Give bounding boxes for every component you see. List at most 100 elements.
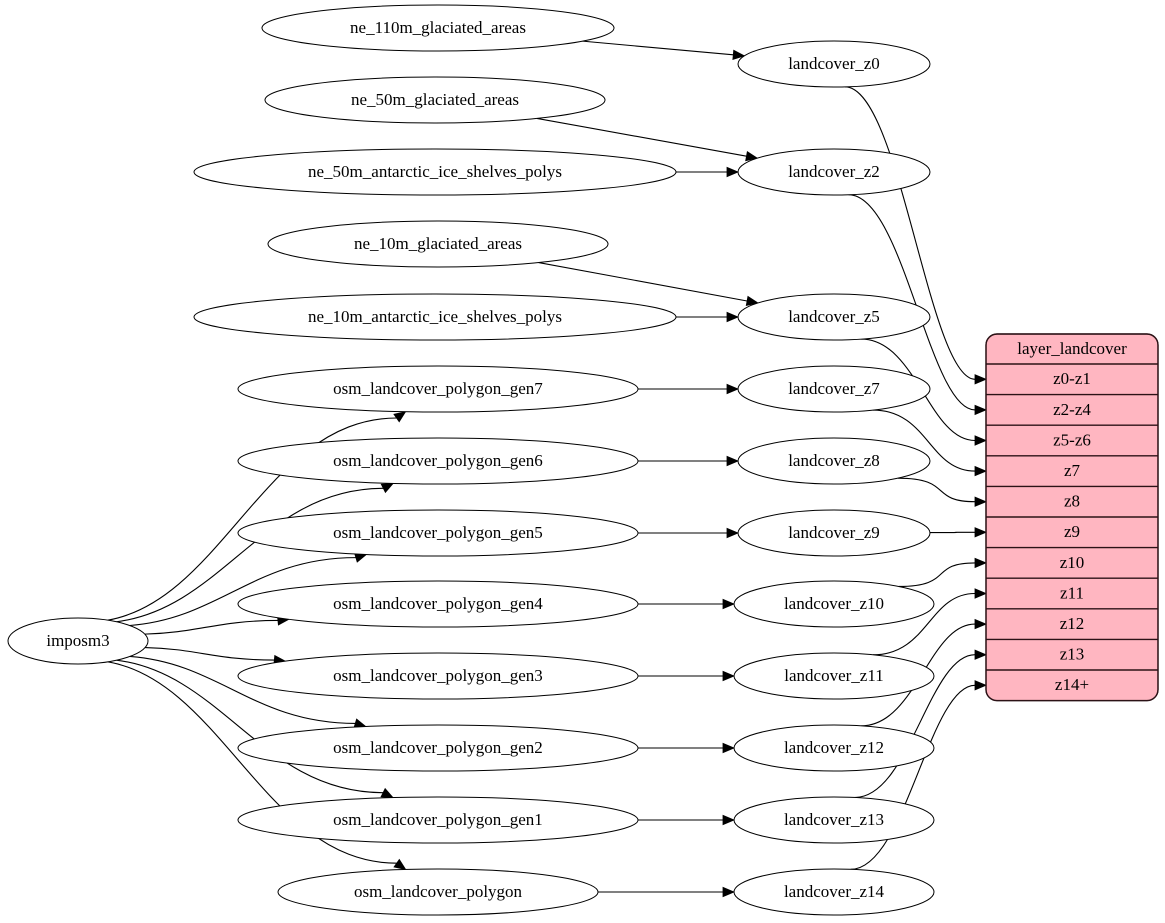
table-row[interactable]: z10 — [986, 546, 1158, 572]
node-landcover_z0[interactable]: landcover_z0 — [737, 40, 931, 88]
table-row[interactable]: z12 — [986, 608, 1158, 633]
edge-landcover_z0-to-layer_landcover_z0-z1 — [845, 86, 976, 380]
node-label: osm_landcover_polygon_gen7 — [333, 379, 543, 398]
node-ne_110m_glaciated_areas[interactable]: ne_110m_glaciated_areas — [261, 4, 615, 52]
table-border — [985, 333, 1159, 702]
node-osm_landcover_polygon[interactable]: osm_landcover_polygon — [277, 868, 599, 916]
edge-imposm3-to-osm_landcover_polygon_gen1 — [116, 659, 384, 794]
table-row-label: z14+ — [1055, 675, 1089, 694]
arrow-head — [393, 858, 407, 871]
arrow-head — [974, 435, 988, 446]
node-osm_landcover_polygon_gen4[interactable]: osm_landcover_polygon_gen4 — [237, 580, 639, 628]
node-landcover_z8[interactable]: landcover_z8 — [737, 437, 931, 485]
table-row[interactable]: z14+ — [986, 669, 1158, 694]
node-osm_landcover_polygon_gen7[interactable]: osm_landcover_polygon_gen7 — [237, 365, 639, 413]
node-label: osm_landcover_polygon_gen6 — [333, 451, 543, 470]
table-row[interactable]: z13 — [986, 638, 1158, 664]
edge-landcover_z11-to-layer_landcover_z11 — [873, 592, 976, 656]
node-landcover_z14[interactable]: landcover_z14 — [733, 868, 935, 916]
arrow-head — [722, 814, 736, 826]
node-label: landcover_z11 — [784, 666, 883, 685]
node-landcover_z11[interactable]: landcover_z11 — [733, 652, 935, 700]
table-row[interactable]: z11 — [986, 577, 1158, 602]
node-label: ne_10m_glaciated_areas — [354, 234, 522, 253]
table-row-label: z8 — [1064, 492, 1080, 511]
edge-imposm3-to-osm_landcover_polygon — [107, 661, 397, 864]
node-landcover_z12[interactable]: landcover_z12 — [733, 724, 935, 772]
arrow-head — [974, 588, 988, 599]
table-row-label: z9 — [1064, 522, 1080, 541]
node-ne_10m_antarctic_ice_shelves_polys[interactable]: ne_10m_antarctic_ice_shelves_polys — [193, 293, 677, 341]
node-label: ne_10m_antarctic_ice_shelves_polys — [308, 307, 562, 326]
node-label: osm_landcover_polygon — [354, 882, 523, 901]
node-landcover_z9[interactable]: landcover_z9 — [737, 509, 931, 557]
node-landcover_z5[interactable]: landcover_z5 — [737, 293, 931, 341]
node-landcover_z13[interactable]: landcover_z13 — [733, 796, 935, 844]
table-row-label: z12 — [1060, 614, 1085, 633]
node-osm_landcover_polygon_gen3[interactable]: osm_landcover_polygon_gen3 — [237, 652, 639, 700]
table-row-label: z7 — [1064, 461, 1081, 480]
edge-layer — [107, 40, 988, 898]
node-label: ne_50m_glaciated_areas — [351, 90, 519, 109]
node-label: landcover_z8 — [788, 451, 880, 470]
node-label: landcover_z5 — [788, 307, 880, 326]
table-row[interactable]: z8 — [986, 485, 1158, 511]
arrow-head — [722, 670, 736, 682]
table-row[interactable]: z0-z1 — [986, 363, 1158, 388]
arrow-head — [974, 680, 988, 691]
edge-imposm3-to-osm_landcover_polygon_gen2 — [129, 655, 356, 724]
edge-imposm3-to-osm_landcover_polygon_gen4 — [144, 619, 278, 635]
table-row[interactable]: z5-z6 — [986, 424, 1158, 449]
node-label: landcover_z2 — [788, 162, 880, 181]
node-landcover_z2[interactable]: landcover_z2 — [737, 148, 931, 196]
table-row-label: z13 — [1060, 645, 1085, 664]
node-label: ne_110m_glaciated_areas — [350, 18, 526, 37]
table-layer: layer_landcover z0-z1 z2-z4 z5-z6 z7 z8 z9 z10 z… — [985, 333, 1159, 702]
node-label: landcover_z0 — [788, 54, 880, 73]
node-ne_50m_antarctic_ice_shelves_polys[interactable]: ne_50m_antarctic_ice_shelves_polys — [193, 148, 677, 196]
table-row-label: z2-z4 — [1053, 400, 1091, 419]
node-landcover_z7[interactable]: landcover_z7 — [737, 365, 931, 413]
table-row-label: z10 — [1060, 553, 1085, 572]
arrow-head — [726, 527, 740, 539]
node-label: landcover_z14 — [784, 882, 885, 901]
node-label: osm_landcover_polygon_gen4 — [333, 594, 543, 613]
node-osm_landcover_polygon_gen5[interactable]: osm_landcover_polygon_gen5 — [237, 509, 639, 557]
table-header-label: layer_landcover — [1017, 339, 1127, 358]
table-row[interactable]: z9 — [986, 516, 1158, 541]
edge-landcover_z8-to-layer_landcover_z8 — [898, 477, 976, 503]
node-ne_50m_glaciated_areas[interactable]: ne_50m_glaciated_areas — [264, 76, 606, 124]
node-label: ne_50m_antarctic_ice_shelves_polys — [308, 162, 562, 181]
node-landcover_z10[interactable]: landcover_z10 — [733, 580, 935, 628]
edge-ne_50m_glaciated_areas-to-landcover_z2 — [536, 117, 747, 157]
edge-imposm3-to-osm_landcover_polygon_gen6 — [116, 487, 384, 623]
node-label: imposm3 — [46, 631, 109, 650]
edge-imposm3-to-osm_landcover_polygon_gen7 — [107, 417, 397, 621]
edge-landcover_z13-to-layer_landcover_z13 — [854, 654, 976, 799]
node-label: osm_landcover_polygon_gen2 — [333, 738, 543, 757]
arrow-head — [726, 383, 740, 395]
arrow-head — [722, 742, 736, 754]
node-label: osm_landcover_polygon_gen1 — [333, 810, 543, 829]
table-row[interactable]: z7 — [986, 455, 1158, 480]
node-imposm3[interactable]: imposm3 — [7, 617, 149, 665]
node-osm_landcover_polygon_gen6[interactable]: osm_landcover_polygon_gen6 — [237, 437, 639, 485]
table-row-label: z5-z6 — [1053, 430, 1091, 449]
arrow-head — [722, 886, 736, 898]
node-label: osm_landcover_polygon_gen5 — [333, 523, 543, 542]
layer-landcover-table[interactable]: layer_landcover z0-z1 z2-z4 z5-z6 z7 z8 z9 z10 z… — [985, 333, 1159, 702]
arrow-head — [974, 465, 988, 477]
node-label: landcover_z12 — [784, 738, 884, 757]
arrow-head — [393, 411, 407, 423]
arrow-head — [974, 618, 988, 630]
node-osm_landcover_polygon_gen2[interactable]: osm_landcover_polygon_gen2 — [237, 724, 639, 772]
table-row-label: z11 — [1060, 583, 1084, 602]
node-label: landcover_z10 — [784, 594, 884, 613]
node-ne_10m_glaciated_areas[interactable]: ne_10m_glaciated_areas — [267, 220, 609, 268]
node-osm_landcover_polygon_gen1[interactable]: osm_landcover_polygon_gen1 — [237, 796, 639, 844]
arrow-head — [726, 166, 740, 178]
edge-ne_110m_glaciated_areas-to-landcover_z0 — [582, 40, 734, 56]
edge-landcover_z2-to-layer_landcover_z2-z4 — [848, 194, 976, 411]
table-row[interactable]: z2-z4 — [986, 393, 1158, 419]
